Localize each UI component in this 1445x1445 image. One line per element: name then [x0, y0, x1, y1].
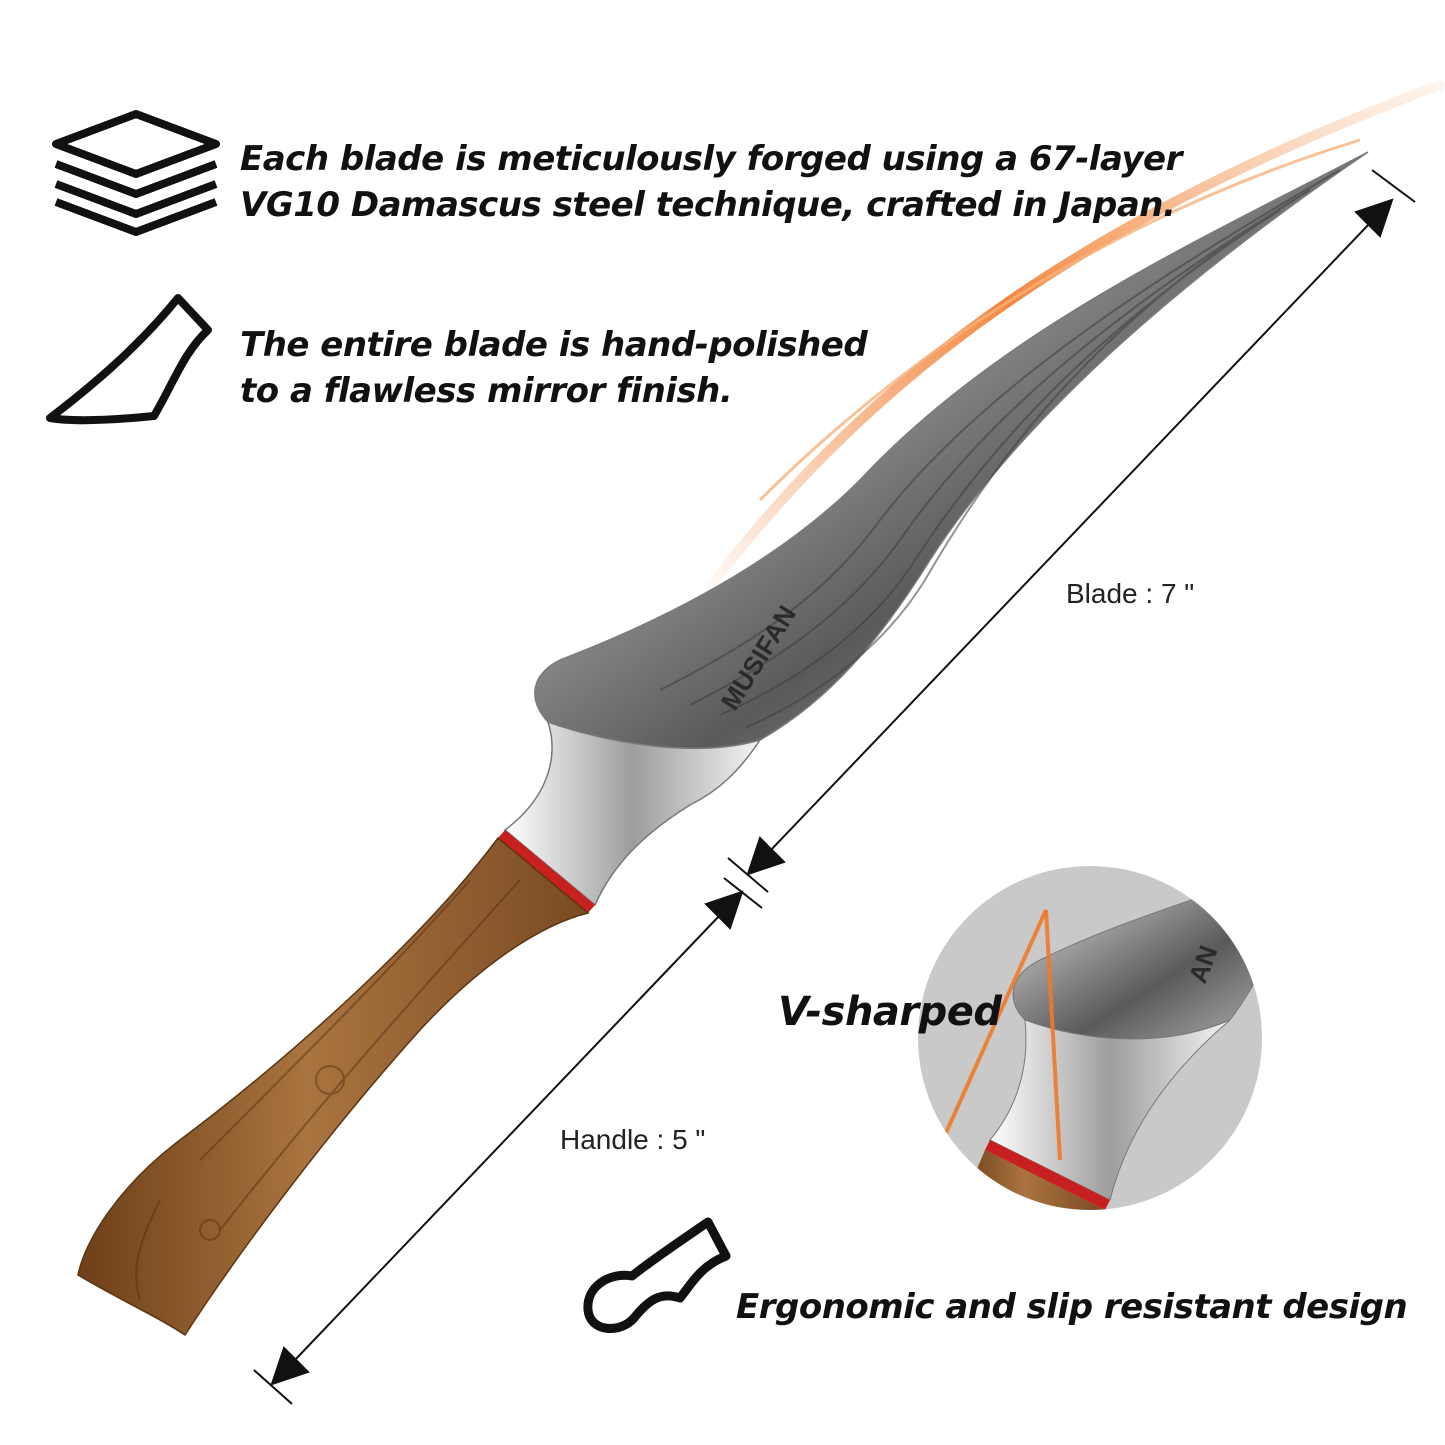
- feature-layers-line-2: VG10 Damascus steel technique, crafted i…: [240, 185, 1176, 225]
- feature-polish-line-1: The entire blade is hand-polished: [240, 325, 868, 365]
- knife-blade: [534, 151, 1369, 750]
- feature-layers-line-1: Each blade is meticulously forged using …: [240, 139, 1182, 179]
- damascus-pattern: [659, 169, 1341, 729]
- handle-length-label: Handle : 5 ": [560, 1124, 706, 1155]
- feature-polish-text: The entire blade is hand-polished to a f…: [240, 322, 868, 414]
- layers-icon: [52, 110, 220, 236]
- bolster-ring: [498, 830, 595, 913]
- handle-dimension-line: [253, 877, 763, 1405]
- feature-layers-text: Each blade is meticulously forged using …: [240, 136, 1182, 228]
- sharpening-glow: [695, 80, 1445, 605]
- ergonomic-label: Ergonomic and slip resistant design: [736, 1287, 1408, 1327]
- v-sharped-label: V-sharped: [778, 989, 1002, 1035]
- handle-outline-icon: [583, 1217, 731, 1333]
- blade-outline-icon: [46, 294, 212, 425]
- knife-bolster: [503, 720, 762, 907]
- feature-polish-line-2: to a flawless mirror finish.: [240, 371, 733, 411]
- v-sharp-zoom: AN: [918, 866, 1262, 1210]
- blade-length-label: Blade : 7 ": [1066, 578, 1195, 609]
- blade-dimension-line: [727, 169, 1416, 893]
- wood-grain: [135, 879, 521, 1301]
- sharpening-glow-inner: [758, 138, 1361, 502]
- knife-handle: [77, 836, 590, 1337]
